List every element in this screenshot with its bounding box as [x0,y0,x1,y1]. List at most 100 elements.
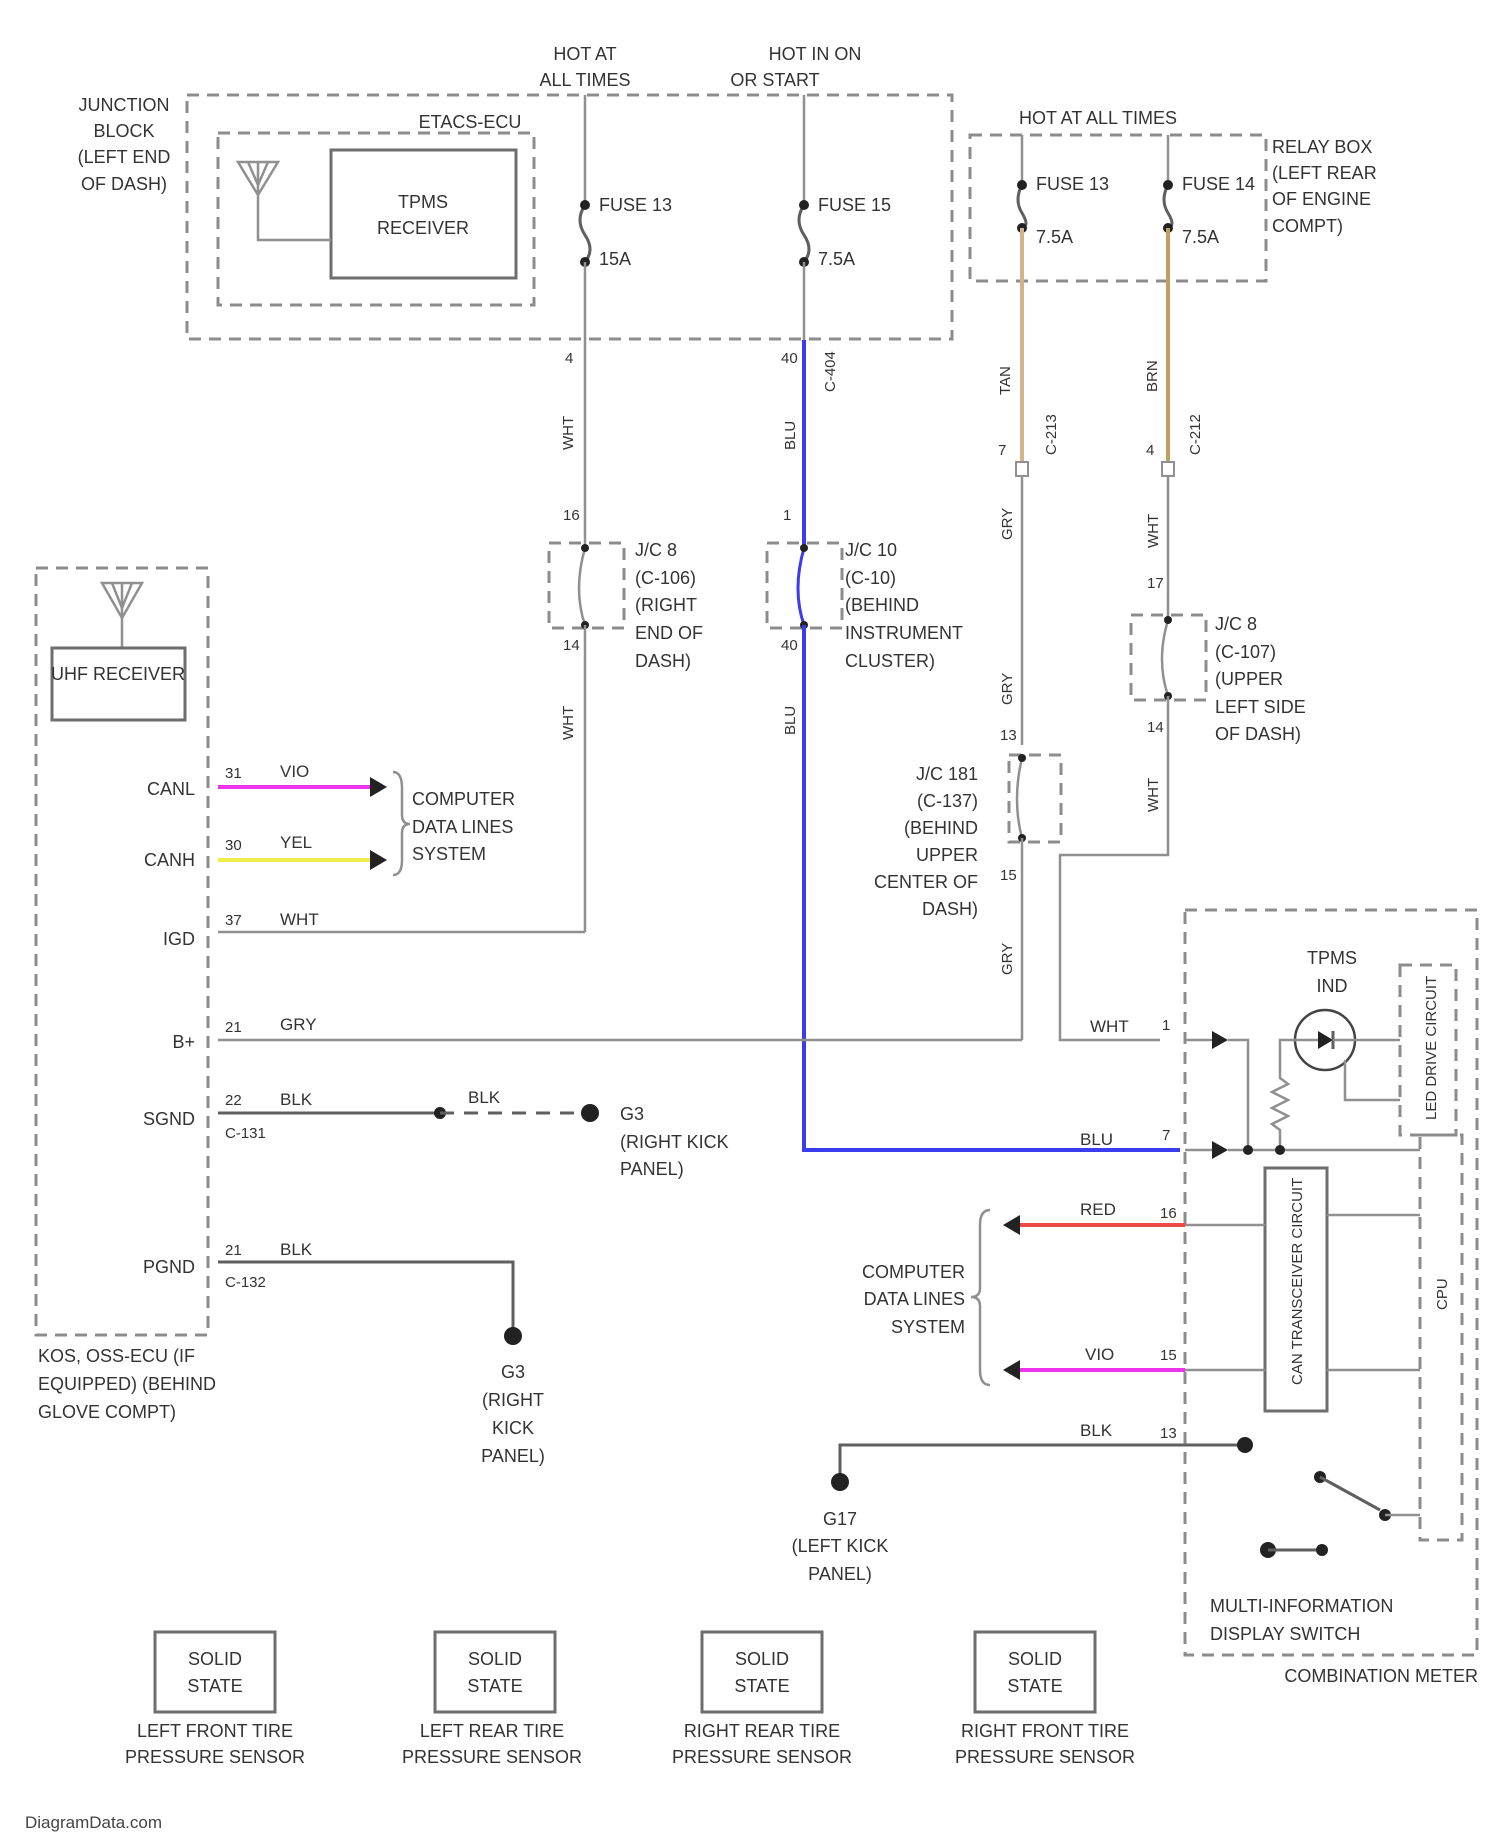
pin-canl-name: CANL [147,779,195,799]
sensor-name-1: LEFT FRONT TIRE [137,1721,293,1741]
igd-wire-label: WHT [280,910,319,929]
wht-right-label-1: WHT [1145,514,1162,548]
tpms-receiver-box [331,150,516,278]
sensor-state-2: STATE [187,1676,242,1696]
pin-sgnd-num: 22 [225,1092,242,1109]
jc10-pin-bot: 40 [781,637,798,654]
sgnd-wire-label: BLK [280,1090,313,1109]
relay-fuse-13-amps: 7.5A [1036,227,1073,247]
pin-sgnd-name: SGND [143,1109,195,1129]
blu-label-upper: BLU [782,421,799,450]
uhf-receiver-label: UHF RECEIVER [51,664,185,684]
wht-label-upper: WHT [560,416,577,450]
relay-pin-b: 4 [1146,442,1154,459]
jc8r-pin-bot: 14 [563,637,580,654]
gry-label-1: GRY [999,508,1016,540]
relay-wire-b-label: BRN [1144,360,1161,392]
uhf-receiver-box [52,648,185,720]
sgnd-ext-wire-label: BLK [468,1088,501,1107]
relay-fuse-14-label: FUSE 14 [1182,174,1255,194]
jc181-pin-top: 13 [1000,727,1017,744]
junction-block-label-2: BLOCK [93,121,154,141]
relay-conn-a: C-213 [1043,414,1060,455]
red-wire-label: RED [1080,1200,1116,1219]
sensor-name-2: PRESSURE SENSOR [672,1747,852,1767]
can-transceiver-label: CAN TRANSCEIVER CIRCUIT [1289,1178,1306,1385]
relay-fuse-13-label: FUSE 13 [1036,174,1109,194]
jc8l-label-2: (C-107) [1215,642,1276,662]
meter-data-label-2: DATA LINES [864,1289,965,1309]
sensor-state-1: SOLID [1008,1649,1062,1669]
pin-canh-name: CANH [144,850,195,870]
sensor-box [975,1632,1095,1712]
mid-switch-label-2: DISPLAY SWITCH [1210,1624,1360,1644]
jc8l-label-4: LEFT SIDE [1215,697,1306,717]
sensor-state-1: SOLID [468,1649,522,1669]
sensor-name-1: LEFT REAR TIRE [420,1721,564,1741]
pgnd-wire-label: BLK [280,1240,313,1259]
sensor-state-2: STATE [467,1676,522,1696]
relay-wire-a-label: TAN [997,366,1014,395]
blk-wire-label-meter: BLK [1080,1421,1113,1440]
hot-all-label-2: ALL TIMES [539,70,630,90]
sensor-state-1: SOLID [188,1649,242,1669]
jc8r-pin-top: 16 [563,507,580,524]
sensor-state-1: SOLID [735,1649,789,1669]
tpms-receiver-label-2: RECEIVER [377,218,469,238]
jc181-pin-bot: 15 [1000,867,1017,884]
blu-label-meter: BLU [1080,1130,1113,1149]
ecu-label-1: KOS, OSS-ECU (IF [38,1346,195,1366]
jc181-label-4: UPPER [916,845,978,865]
pin-pgnd-num: 21 [225,1242,242,1259]
jc181-label-3: (BEHIND [904,818,978,838]
pgnd-connector: C-132 [225,1274,266,1291]
hot-all-times-relay: HOT AT ALL TIMES [1019,108,1177,128]
hot-ig-label-1: HOT IN ON [769,44,862,64]
sensor-box [155,1632,275,1712]
ground-icon [504,1327,522,1345]
pin-bplus-name: B+ [172,1032,195,1052]
tpms-receiver-label-1: TPMS [398,192,448,212]
pin-igd-num: 37 [225,912,242,929]
meter-pin-wht: 1 [1162,1017,1170,1034]
junction-block-label-1: JUNCTION [79,95,170,115]
g3a-label-2: (RIGHT KICK [620,1132,729,1152]
fuse-13-label: FUSE 13 [599,195,672,215]
relay-box-label-4: COMPT) [1272,216,1343,236]
sensor-name-1: RIGHT REAR TIRE [684,1721,840,1741]
tpms-ind-label-1: TPMS [1307,948,1357,968]
gry-label-3: GRY [999,943,1016,975]
jc8l-label-5: OF DASH) [1215,724,1301,744]
junction-block-label-4: OF DASH) [81,174,167,194]
jc8l-pin-top: 17 [1147,575,1164,592]
relay-box-label-1: RELAY BOX [1272,137,1372,157]
relay-box-label-3: OF ENGINE [1272,189,1371,209]
sensor-name-2: PRESSURE SENSOR [402,1747,582,1767]
sensor-state-2: STATE [734,1676,789,1696]
g3a-label-3: PANEL) [620,1159,684,1179]
fuse-15-label: FUSE 15 [818,195,891,215]
jc181-label-2: (C-137) [917,791,978,811]
jc10-label-4: INSTRUMENT [845,623,963,643]
watermark: DiagramData.com [25,1813,162,1832]
pin-canh-num: 30 [225,837,242,854]
ecu-label-3: GLOVE COMPT) [38,1402,176,1422]
g3b-label-1: G3 [501,1362,525,1382]
sensor-state-2: STATE [1007,1676,1062,1696]
jc8l-pin-bot: 14 [1147,719,1164,736]
jc8r-label-5: DASH) [635,651,691,671]
jb-pin-b: 40 [781,350,798,367]
yel-label-ecu: YEL [280,833,312,852]
meter-data-label-1: COMPUTER [862,1262,965,1282]
gry-label-2: GRY [999,673,1016,705]
g17-label-2: (LEFT KICK [792,1536,889,1556]
fuse-13-amps: 15A [599,249,631,269]
g17-label-3: PANEL) [808,1564,872,1584]
vio-wire-label-meter: VIO [1085,1345,1114,1364]
meter-pin-red: 16 [1160,1205,1177,1222]
etacs-ecu-label: ETACS-ECU [419,112,522,132]
ground-icon [831,1473,849,1491]
jc8l-label-1: J/C 8 [1215,614,1257,634]
jc8r-label-4: END OF [635,623,703,643]
pin-pgnd-name: PGND [143,1257,195,1277]
